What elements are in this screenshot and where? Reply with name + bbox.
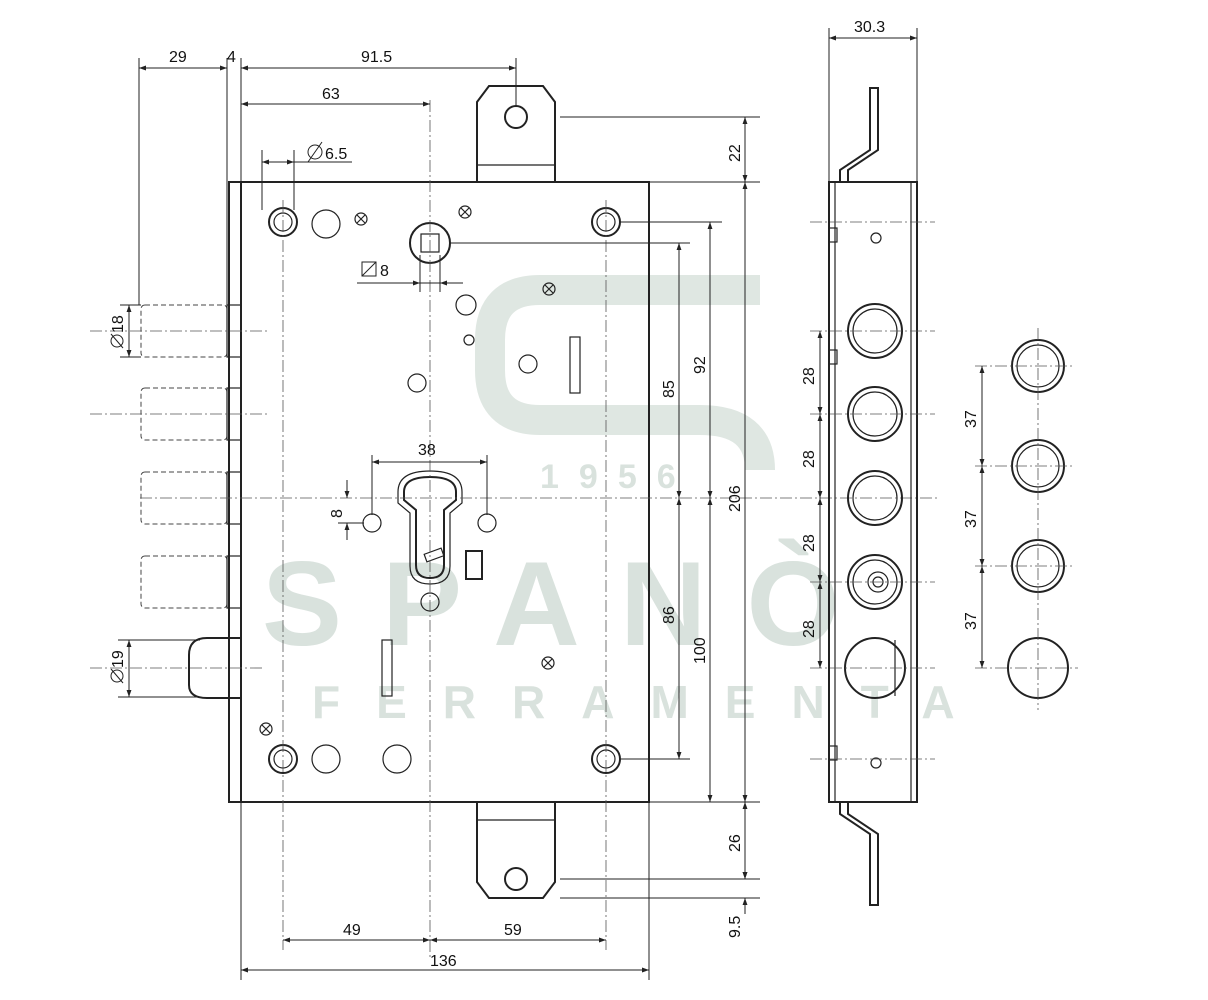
watermark: 1956 SPANÒ FERRAMENTA (262, 275, 991, 728)
dim-28-b: 28 (801, 450, 818, 468)
bolts (140, 304, 242, 699)
dim-28-d: 28 (801, 620, 818, 638)
dim-91-5: 91.5 (361, 49, 392, 66)
dim-29: 29 (169, 49, 187, 66)
latch-block (465, 550, 483, 580)
top-bracket-hole (504, 105, 528, 129)
dim-37-b: 37 (963, 510, 980, 528)
dim-cyl-8: 8 (329, 509, 346, 518)
dim-37-c: 37 (963, 612, 980, 630)
dimension-lines (118, 28, 985, 980)
lock-front-view (90, 85, 940, 960)
side-top-hook (839, 87, 879, 182)
dim-63: 63 (322, 86, 340, 103)
dim-9-5: 9.5 (727, 916, 744, 938)
dim-59: 59 (504, 922, 522, 939)
dim-49: 49 (343, 922, 361, 939)
dim-100: 100 (692, 637, 709, 664)
dim-18: 18 (110, 315, 127, 333)
dim-18-group: 18 (110, 315, 127, 349)
dim-85: 85 (661, 380, 678, 398)
dim-37-a: 37 (963, 410, 980, 428)
watermark-year: 1956 (540, 458, 696, 496)
dim-92: 92 (692, 356, 709, 374)
dim-28-c: 28 (801, 534, 818, 552)
slot-upper (569, 336, 581, 394)
dim-30-3: 30.3 (854, 19, 885, 36)
side-bottom-hook (839, 802, 879, 906)
slot-lower (381, 639, 393, 697)
side-case (828, 181, 918, 803)
lock-side-view (810, 87, 935, 906)
cylinder-cutout (397, 470, 463, 585)
dim-6-5-group: 6.5 (307, 141, 347, 163)
bolt-pitch-detail (975, 328, 1078, 710)
dim-square-8: 8 (380, 263, 389, 280)
dim-4: 4 (227, 49, 236, 66)
dim-19: 19 (110, 650, 127, 668)
dim-26: 26 (727, 834, 744, 852)
dim-86: 86 (661, 606, 678, 624)
watermark-sub: FERRAMENTA (312, 676, 991, 728)
bottom-bracket-hole (504, 867, 528, 891)
bottom-bracket (476, 802, 556, 899)
dim-136: 136 (430, 953, 457, 970)
dim-22: 22 (727, 144, 744, 162)
screws (259, 205, 556, 736)
dim-206: 206 (727, 485, 744, 512)
dim-28-a: 28 (801, 367, 818, 385)
faceplate (228, 181, 242, 803)
dimension-labels: 29 4 91.5 63 30.3 6.5 8 18 19 22 206 92 … (110, 19, 980, 970)
dim-38: 38 (418, 442, 436, 459)
watermark-brand: SPANÒ (262, 537, 880, 671)
dim-19-group: 19 (110, 650, 127, 684)
dim-6-5: 6.5 (325, 146, 347, 163)
